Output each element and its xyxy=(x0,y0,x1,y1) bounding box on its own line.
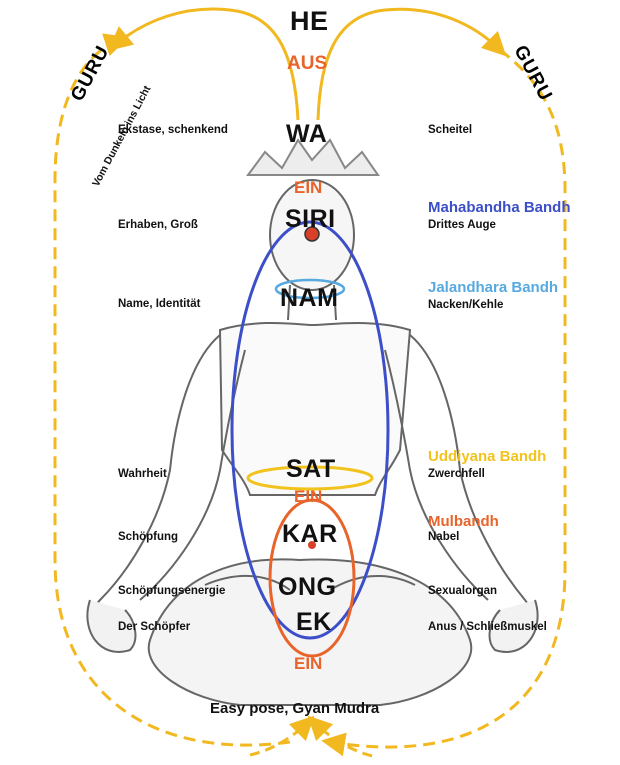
return-arrow-right xyxy=(314,722,372,756)
syllable-ek: EK xyxy=(296,608,332,637)
left-label-name: Name, Identität xyxy=(118,298,200,310)
left-label-erhaben: Erhaben, Groß xyxy=(118,219,198,231)
left-label-wahrheit: Wahrheit xyxy=(118,468,167,480)
right-label-anus: Anus / Schließmuskel xyxy=(428,621,547,633)
bandh-uddiyana: Uddiyana Bandh xyxy=(428,448,546,465)
left-label-ekstase: Ekstase, schenkend xyxy=(118,124,228,136)
pose-caption: Easy pose, Gyan Mudra xyxy=(210,700,379,717)
top-arc-right xyxy=(318,9,500,120)
syllable-nam: NAM xyxy=(280,284,338,313)
ein-upper: EIN xyxy=(294,178,322,198)
he-label: HE xyxy=(290,6,329,37)
bandh-jalandhara: Jalandhara Bandh xyxy=(428,279,558,296)
bandh-mahabandha: Mahabandha Bandh xyxy=(428,199,571,216)
syllable-siri: SIRI xyxy=(285,205,336,234)
left-label-schoepfungsenergie: Schöpfungsenergie xyxy=(118,585,225,597)
right-label-nabel: Nabel xyxy=(428,531,459,543)
syllable-kar: KAR xyxy=(282,520,338,549)
left-label-schoepfer: Der Schöpfer xyxy=(118,621,190,633)
syllable-ong: ONG xyxy=(278,573,336,602)
right-label-sexualorgan: Sexualorgan xyxy=(428,585,497,597)
syllable-wa: WA xyxy=(286,120,327,149)
ein-lower: EIN xyxy=(294,654,322,674)
ein-middle: EIN xyxy=(294,487,322,507)
bandh-mulbandh: Mulbandh xyxy=(428,513,499,530)
right-label-scheitel: Scheitel xyxy=(428,124,472,136)
return-arrow-left xyxy=(250,722,308,755)
right-label-drittes-auge: Drittes Auge xyxy=(428,219,496,231)
right-label-zwerchfell: Zwerchfell xyxy=(428,468,485,480)
aus-label: AUS xyxy=(287,53,327,75)
left-label-schoepfung: Schöpfung xyxy=(118,531,178,543)
right-label-nacken: Nacken/Kehle xyxy=(428,299,503,311)
syllable-sat: SAT xyxy=(286,455,336,484)
